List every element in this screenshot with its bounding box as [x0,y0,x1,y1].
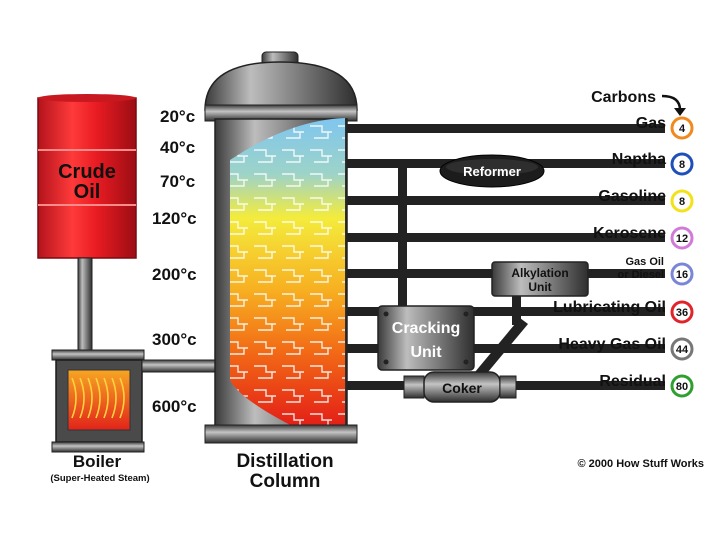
svg-text:4: 4 [679,123,686,135]
boiler-subtitle: (Super-Heated Steam) [50,473,149,484]
carbon-badge: 12 [670,226,694,250]
column-label-line1: Distillation [236,451,333,472]
svg-text:80: 80 [676,381,688,393]
cracking-label-line1: Cracking [392,320,460,337]
boiler-label: Boiler [73,452,122,471]
boiler [51,349,145,453]
temp-label: 20°c [160,107,195,126]
carbon-badge: 44 [670,337,694,361]
alkylation-label-line1: Alkylation [511,266,568,280]
carbon-badge: 8 [670,152,694,176]
alkylation-label-line2: Unit [528,280,551,294]
drum-feed-pipe [77,257,93,351]
product-label-gasoline: Gasoline [598,188,666,205]
carbon-badge: 80 [670,374,694,398]
carbon-badges: 4 8 8 12 16 36 44 80 [670,116,694,398]
svg-text:44: 44 [676,344,689,356]
cracking-label-line2: Unit [410,344,442,361]
temp-label: 300°c [152,330,197,349]
product-label-naptha: Naptha [612,151,666,168]
temp-label: 70°c [160,172,195,191]
product-label-gas-oil-line2: or Diesel [618,269,664,281]
crude-oil-label-line1: Crude [58,161,116,183]
temp-label: 200°c [152,265,197,284]
column-label-line2: Column [250,471,321,492]
product-label-gas: Gas [636,115,666,132]
boiler-column-pipe [141,359,221,373]
coker-unit [403,371,517,403]
svg-text:12: 12 [676,233,688,245]
product-label-kerosene: Kerosene [593,225,666,242]
carbons-header: Carbons [591,89,656,106]
temp-label: 120°c [152,209,197,228]
copyright-notice: © 2000 How Stuff Works [578,458,704,470]
temp-label: 600°c [152,397,197,416]
product-label-heavy-gas-oil: Heavy Gas Oil [558,336,666,353]
crude-oil-label-line2: Oil [74,181,101,203]
svg-text:8: 8 [679,196,685,208]
carbon-badge: 16 [670,262,694,286]
crude-oil-drum [37,94,137,259]
alkylation-unit [491,261,589,297]
product-label-lubricating-oil: Lubricating Oil [553,299,666,316]
cracking-unit [377,305,475,371]
reformer-label: Reformer [463,164,521,179]
temp-label: 40°c [160,138,195,157]
svg-text:16: 16 [676,269,688,281]
arrow-down-icon [661,94,682,111]
reformer-unit [439,154,545,188]
product-label-gas-oil-line1: Gas Oil [625,256,664,268]
svg-text:36: 36 [676,307,688,319]
carbon-badge: 4 [670,116,694,140]
carbon-badge: 36 [670,300,694,324]
svg-text:8: 8 [679,159,685,171]
carbon-badge: 8 [670,189,694,213]
product-label-residual: Residual [599,373,666,390]
arrow-head-icon [674,108,686,116]
distillation-column [204,51,358,444]
coker-label: Coker [442,380,482,396]
